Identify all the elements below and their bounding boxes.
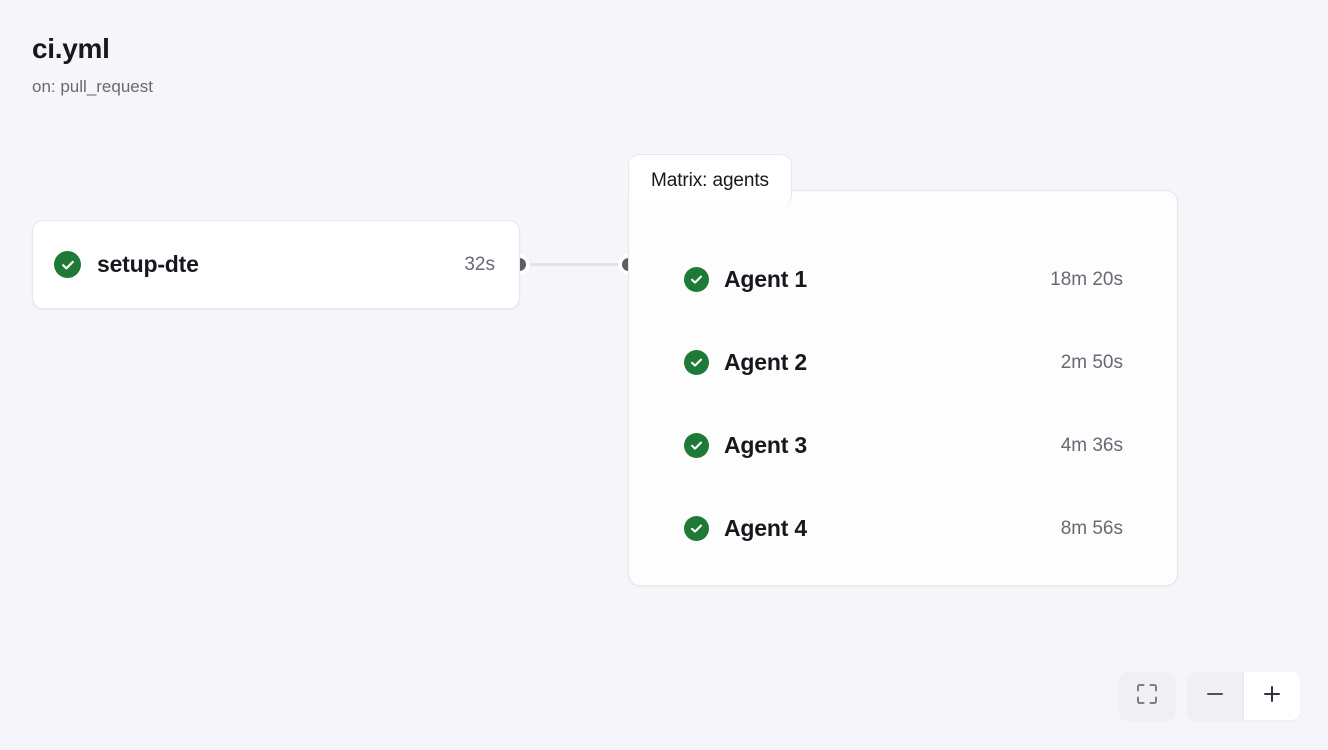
check-circle-icon: [684, 433, 709, 458]
matrix-row[interactable]: Agent 1 18m 20s: [628, 238, 1178, 321]
zoom-control-group: [1187, 672, 1300, 720]
zoom-in-button[interactable]: [1244, 672, 1300, 720]
matrix-row-duration: 8m 56s: [1060, 517, 1123, 539]
edge-setup-dte-to-matrix: [519, 263, 630, 266]
matrix-row-duration: 2m 50s: [1060, 351, 1123, 373]
fit-view-icon: [1136, 683, 1158, 710]
check-circle-icon: [684, 350, 709, 375]
workflow-trigger: on: pull_request: [32, 76, 153, 96]
matrix-group-rows: Agent 1 18m 20s Agent 2 2m 50s Agent 3 4…: [628, 190, 1178, 586]
job-node-duration: 32s: [464, 253, 495, 275]
canvas-controls: [1119, 672, 1300, 720]
job-node-label: setup-dte: [97, 251, 199, 277]
matrix-row-duration: 18m 20s: [1050, 268, 1123, 290]
check-circle-icon: [684, 267, 709, 292]
matrix-row-label: Agent 4: [724, 515, 807, 541]
matrix-row[interactable]: Agent 2 2m 50s: [628, 321, 1178, 404]
check-circle-icon: [54, 251, 81, 278]
plus-icon: [1261, 683, 1283, 710]
fit-view-button[interactable]: [1119, 672, 1175, 720]
workflow-header: ci.yml on: pull_request: [32, 33, 153, 96]
zoom-out-button[interactable]: [1187, 672, 1244, 720]
check-circle-icon: [684, 516, 709, 541]
matrix-row-duration: 4m 36s: [1060, 434, 1123, 456]
matrix-row-label: Agent 3: [724, 432, 807, 458]
matrix-row[interactable]: Agent 3 4m 36s: [628, 404, 1178, 487]
matrix-group-body: [628, 190, 1178, 586]
minus-icon: [1204, 683, 1226, 710]
matrix-group-header[interactable]: Matrix: agents: [628, 154, 792, 206]
job-node-setup-dte[interactable]: setup-dte 32s: [32, 220, 520, 309]
matrix-row-label: Agent 2: [724, 349, 807, 375]
matrix-row-label: Agent 1: [724, 266, 807, 292]
matrix-row[interactable]: Agent 4 8m 56s: [628, 487, 1178, 570]
matrix-group-label: Matrix: agents: [651, 169, 769, 191]
page-title: ci.yml: [32, 33, 110, 64]
